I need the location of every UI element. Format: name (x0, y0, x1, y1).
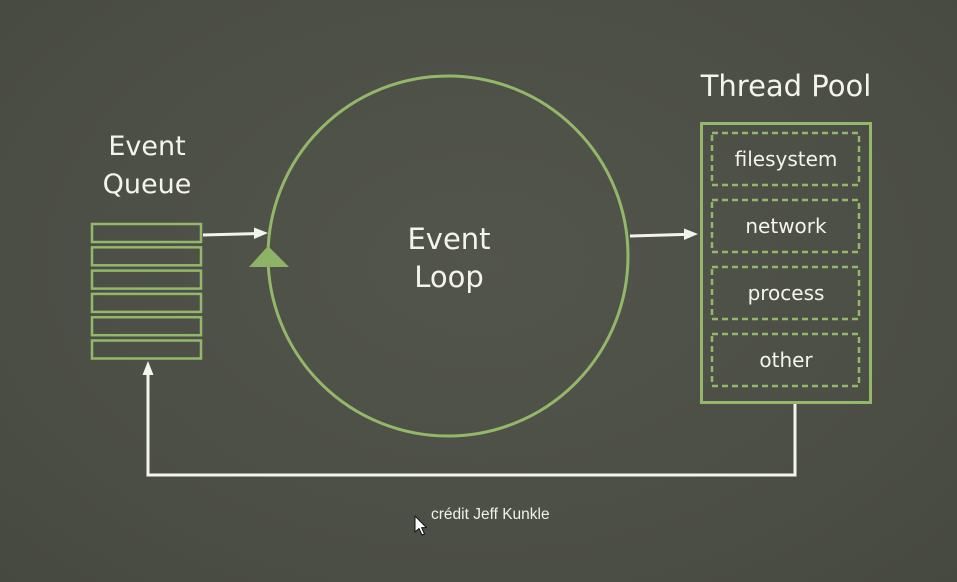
event-queue-slots (90, 222, 203, 360)
thread-pool-worker-filesystem: filesystem (710, 131, 861, 187)
thread-pool-worker-label: process (748, 281, 825, 305)
thread-pool-worker-box (710, 131, 861, 187)
event-loop: Event Loop (249, 74, 630, 438)
arrow-queue-to-loop (202, 227, 268, 239)
thread-pool-worker-box (710, 198, 861, 254)
thread-pool-title: Thread Pool (700, 69, 872, 103)
thread-pool-worker-label: other (759, 348, 813, 372)
thread-pool-frame (700, 122, 872, 404)
event-queue-slot (90, 222, 203, 244)
event-queue-slot (90, 315, 203, 337)
thread-pool-worker-label: filesystem (735, 147, 838, 171)
event-loop-label-line1: Event (407, 222, 490, 256)
event-queue: Event Queue (90, 131, 203, 360)
event-loop-circle (266, 74, 630, 438)
thread-pool-worker-other: other (710, 332, 861, 388)
thread-pool-workers: filesystem network process other (710, 131, 861, 388)
thread-pool-worker-box (710, 265, 861, 321)
event-queue-slot (90, 339, 203, 360)
thread-pool-worker-network: network (710, 198, 861, 254)
event-loop-label-line2: Loop (414, 260, 484, 294)
thread-pool-worker-label: network (745, 214, 827, 238)
event-queue-title-line1: Event (108, 131, 185, 162)
event-queue-slot (90, 246, 203, 267)
credit-text: crédit Jeff Kunkle (431, 506, 550, 523)
event-queue-slot (90, 269, 203, 290)
triangle-up-icon (249, 246, 289, 267)
arrow-pool-to-queue (142, 361, 797, 477)
arrow-loop-to-pool (629, 228, 698, 240)
thread-pool-worker-box (710, 332, 861, 388)
mouse-pointer-icon (414, 515, 427, 536)
thread-pool: Thread Pool filesystem network process othe… (700, 69, 872, 404)
event-queue-slot (90, 292, 203, 314)
event-queue-title-line2: Queue (103, 169, 192, 200)
thread-pool-worker-process: process (710, 265, 861, 321)
